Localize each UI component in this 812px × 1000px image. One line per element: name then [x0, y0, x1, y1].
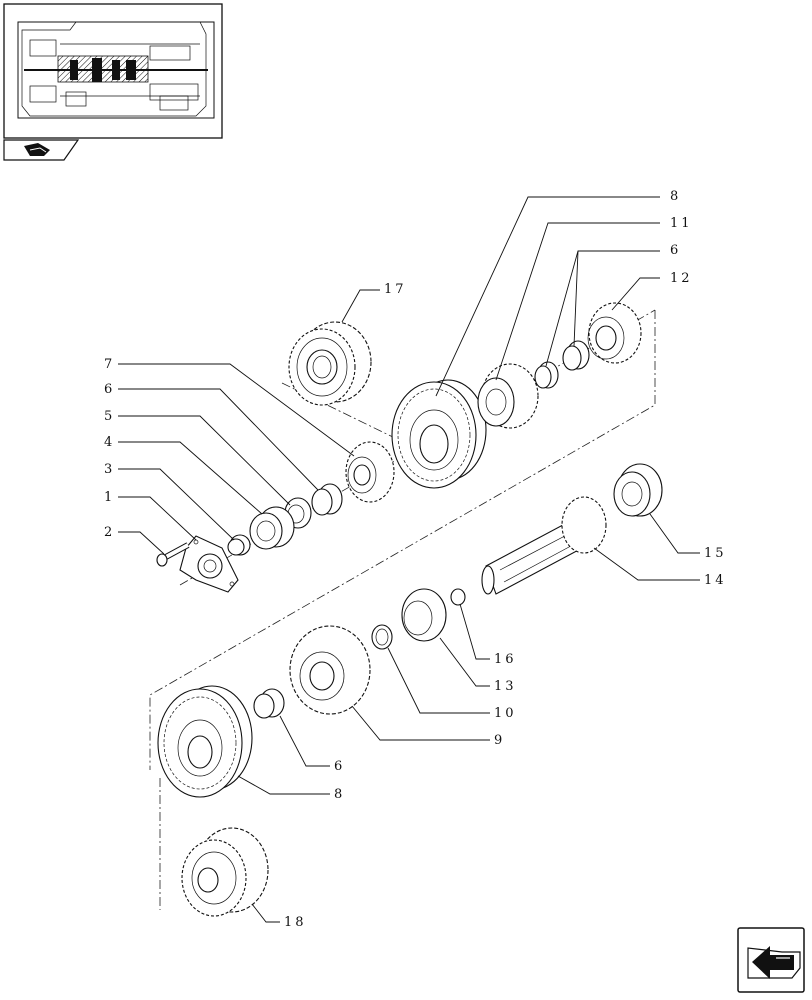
callout-labels: 8 11 6 12 17 7 6 5 4 3 1 2 15 14 16 13 1…: [104, 189, 727, 930]
callout-8-top: 8: [670, 189, 681, 204]
bushing-6-top-b: [562, 340, 590, 371]
next-page-arrow-icon[interactable]: [737, 927, 805, 993]
callout-7: 7: [104, 357, 115, 372]
gear-18: [181, 827, 269, 917]
callout-3: 3: [104, 462, 115, 477]
synchro-gear-8-bottom: [157, 685, 253, 798]
cover-plate-1: [179, 535, 239, 593]
thumbnail-frame: [3, 3, 223, 161]
callout-10: 10: [494, 706, 517, 721]
leader-lines: [118, 196, 700, 923]
bearing-15: [613, 463, 663, 517]
bearing-4: [249, 506, 295, 550]
callout-11: 11: [670, 216, 693, 231]
gear-17: [288, 321, 372, 406]
callout-17: 17: [384, 282, 407, 297]
callout-13: 13: [494, 679, 517, 694]
bearing-13: [401, 588, 447, 642]
bushing-6-bottom: [253, 688, 285, 719]
callout-6-left: 6: [104, 382, 115, 397]
callout-4: 4: [104, 435, 115, 450]
callout-9: 9: [494, 733, 505, 748]
callout-18: 18: [284, 915, 307, 930]
callout-6-bottom: 6: [334, 759, 345, 774]
callout-15: 15: [704, 546, 727, 561]
washer-10: [371, 624, 393, 650]
callout-16: 16: [494, 652, 517, 667]
callout-14: 14: [704, 573, 727, 588]
callout-12: 12: [670, 271, 693, 286]
catalogue-book-icon: [24, 143, 50, 156]
transmission-thumbnail-icon: [17, 21, 215, 119]
callout-8-bottom: 8: [334, 787, 345, 802]
spacer-3: [227, 534, 251, 556]
callout-5: 5: [104, 409, 115, 424]
bushing-6-left: [311, 483, 343, 516]
shaft-14: [481, 496, 607, 595]
key-16: [450, 588, 466, 606]
gear-9: [289, 625, 371, 715]
callout-2: 2: [104, 525, 115, 540]
bolt-2: [156, 542, 190, 567]
callout-6-top: 6: [670, 243, 681, 258]
bushing-6-top-a: [534, 361, 559, 389]
gear-7: [345, 441, 395, 503]
gear-11: [477, 363, 539, 429]
callout-1: 1: [104, 490, 115, 505]
gear-12: [587, 302, 642, 364]
synchro-gear-8-top: [391, 379, 487, 489]
